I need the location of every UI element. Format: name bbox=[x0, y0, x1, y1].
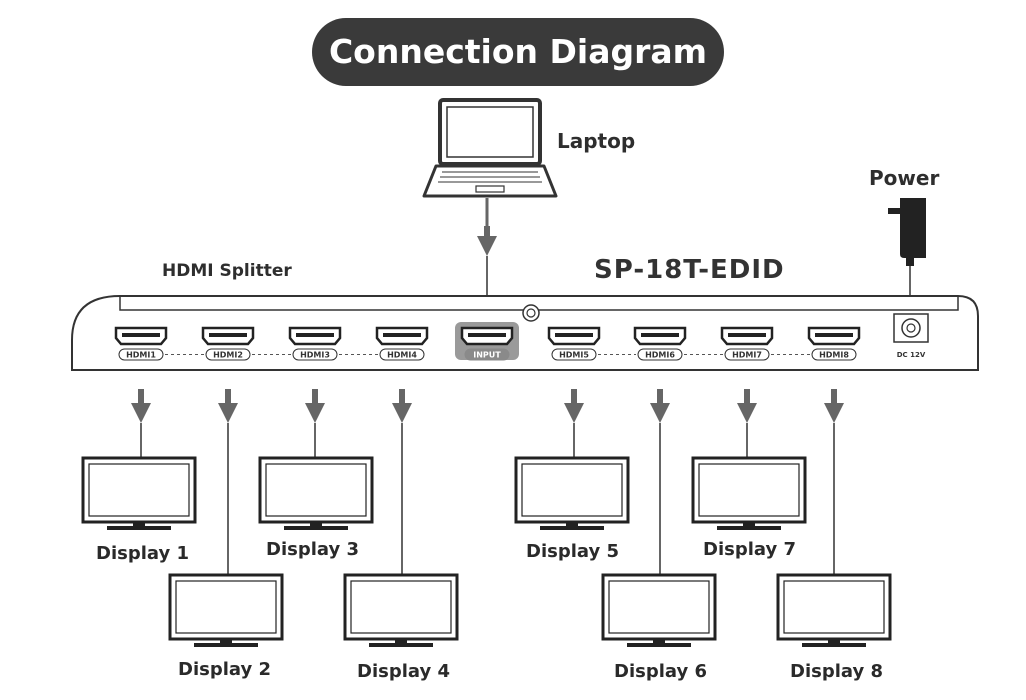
port-hdmi3: HDMI3 bbox=[288, 326, 342, 361]
port-hdmi4-label: HDMI4 bbox=[387, 351, 417, 360]
port-hdmi2-label: HDMI2 bbox=[213, 351, 243, 360]
monitor-icon bbox=[168, 573, 284, 647]
indicator-led bbox=[522, 304, 540, 322]
monitor-icon bbox=[691, 456, 807, 530]
port-hdmi4: HDMI4 bbox=[375, 326, 429, 361]
splitter-label: HDMI Splitter bbox=[162, 261, 292, 281]
display-label-3: Display 3 bbox=[266, 539, 359, 560]
display-label-7: Display 7 bbox=[703, 539, 796, 560]
arrow-down-icon bbox=[218, 389, 238, 423]
port-hdmi3-label: HDMI3 bbox=[300, 351, 330, 360]
output-connections: Display 1 Display 2 Display 3 Display 4 Disp… bbox=[81, 389, 892, 682]
arrow-down-icon bbox=[650, 389, 670, 423]
arrow-down-icon bbox=[564, 389, 584, 423]
laptop-icon bbox=[422, 98, 558, 198]
display-label-2: Display 2 bbox=[178, 659, 271, 680]
arrow-down-icon bbox=[824, 389, 844, 423]
output-1: Display 1 bbox=[81, 389, 197, 564]
arrow-down-icon bbox=[392, 389, 412, 423]
power-label: Power bbox=[869, 166, 939, 190]
hdmi-ports: HDMI1 HDMI2 HDMI3 HDMI4 HDMI5 HDMI6 HDMI7 HDMI8… bbox=[114, 322, 861, 361]
port-hdmi6-label: HDMI6 bbox=[645, 351, 675, 360]
port-hdmi8-label: HDMI8 bbox=[819, 351, 849, 360]
model-label: SP-18T-EDID bbox=[594, 255, 785, 285]
port-hdmi6: HDMI6 bbox=[633, 326, 687, 361]
monitor-icon bbox=[776, 573, 892, 647]
laptop-device: Laptop bbox=[422, 98, 635, 198]
output-2: Display 2 bbox=[168, 389, 284, 680]
monitor-icon bbox=[601, 573, 717, 647]
monitor-icon bbox=[514, 456, 630, 530]
title-pill bbox=[312, 18, 724, 86]
power-plug-icon bbox=[888, 198, 926, 318]
display-label-6: Display 6 bbox=[614, 661, 707, 682]
output-5: Display 5 bbox=[514, 389, 630, 562]
output-4: Display 4 bbox=[343, 389, 459, 682]
monitor-icon bbox=[258, 456, 374, 530]
port-input-label: INPUT bbox=[473, 351, 501, 360]
port-hdmi5-label: HDMI5 bbox=[559, 351, 589, 360]
output-6: Display 6 bbox=[601, 389, 717, 682]
power-adapter: Power bbox=[869, 166, 939, 318]
monitor-icon bbox=[343, 573, 459, 647]
port-hdmi2: HDMI2 bbox=[201, 326, 255, 361]
port-hdmi5: HDMI5 bbox=[547, 326, 601, 361]
title-banner: Connection Diagram bbox=[312, 18, 724, 86]
port-hdmi7-label: HDMI7 bbox=[732, 351, 762, 360]
arrow-down-icon bbox=[305, 389, 325, 423]
port-hdmi8: HDMI8 bbox=[807, 326, 861, 361]
display-label-1: Display 1 bbox=[96, 543, 189, 564]
splitter-body: HDMI1 HDMI2 HDMI3 HDMI4 HDMI5 HDMI6 HDMI7 HDMI8… bbox=[71, 295, 979, 371]
port-hdmi1-label: HDMI1 bbox=[126, 351, 156, 360]
arrow-down-icon bbox=[131, 389, 151, 423]
laptop-label: Laptop bbox=[557, 129, 635, 153]
dc-jack-label: DC 12V bbox=[897, 351, 926, 359]
port-hdmi7: HDMI7 bbox=[720, 326, 774, 361]
monitor-icon bbox=[81, 456, 197, 530]
output-8: Display 8 bbox=[776, 389, 892, 682]
port-hdmi1: HDMI1 bbox=[114, 326, 168, 361]
port-input: INPUT bbox=[455, 322, 519, 361]
output-7: Display 7 bbox=[691, 389, 807, 560]
dc-jack: DC 12V bbox=[893, 313, 929, 359]
display-label-5: Display 5 bbox=[526, 541, 619, 562]
page-title: Connection Diagram bbox=[329, 32, 707, 71]
output-3: Display 3 bbox=[258, 389, 374, 560]
display-label-4: Display 4 bbox=[357, 661, 450, 682]
arrow-down-icon bbox=[737, 389, 757, 423]
display-label-8: Display 8 bbox=[790, 661, 883, 682]
